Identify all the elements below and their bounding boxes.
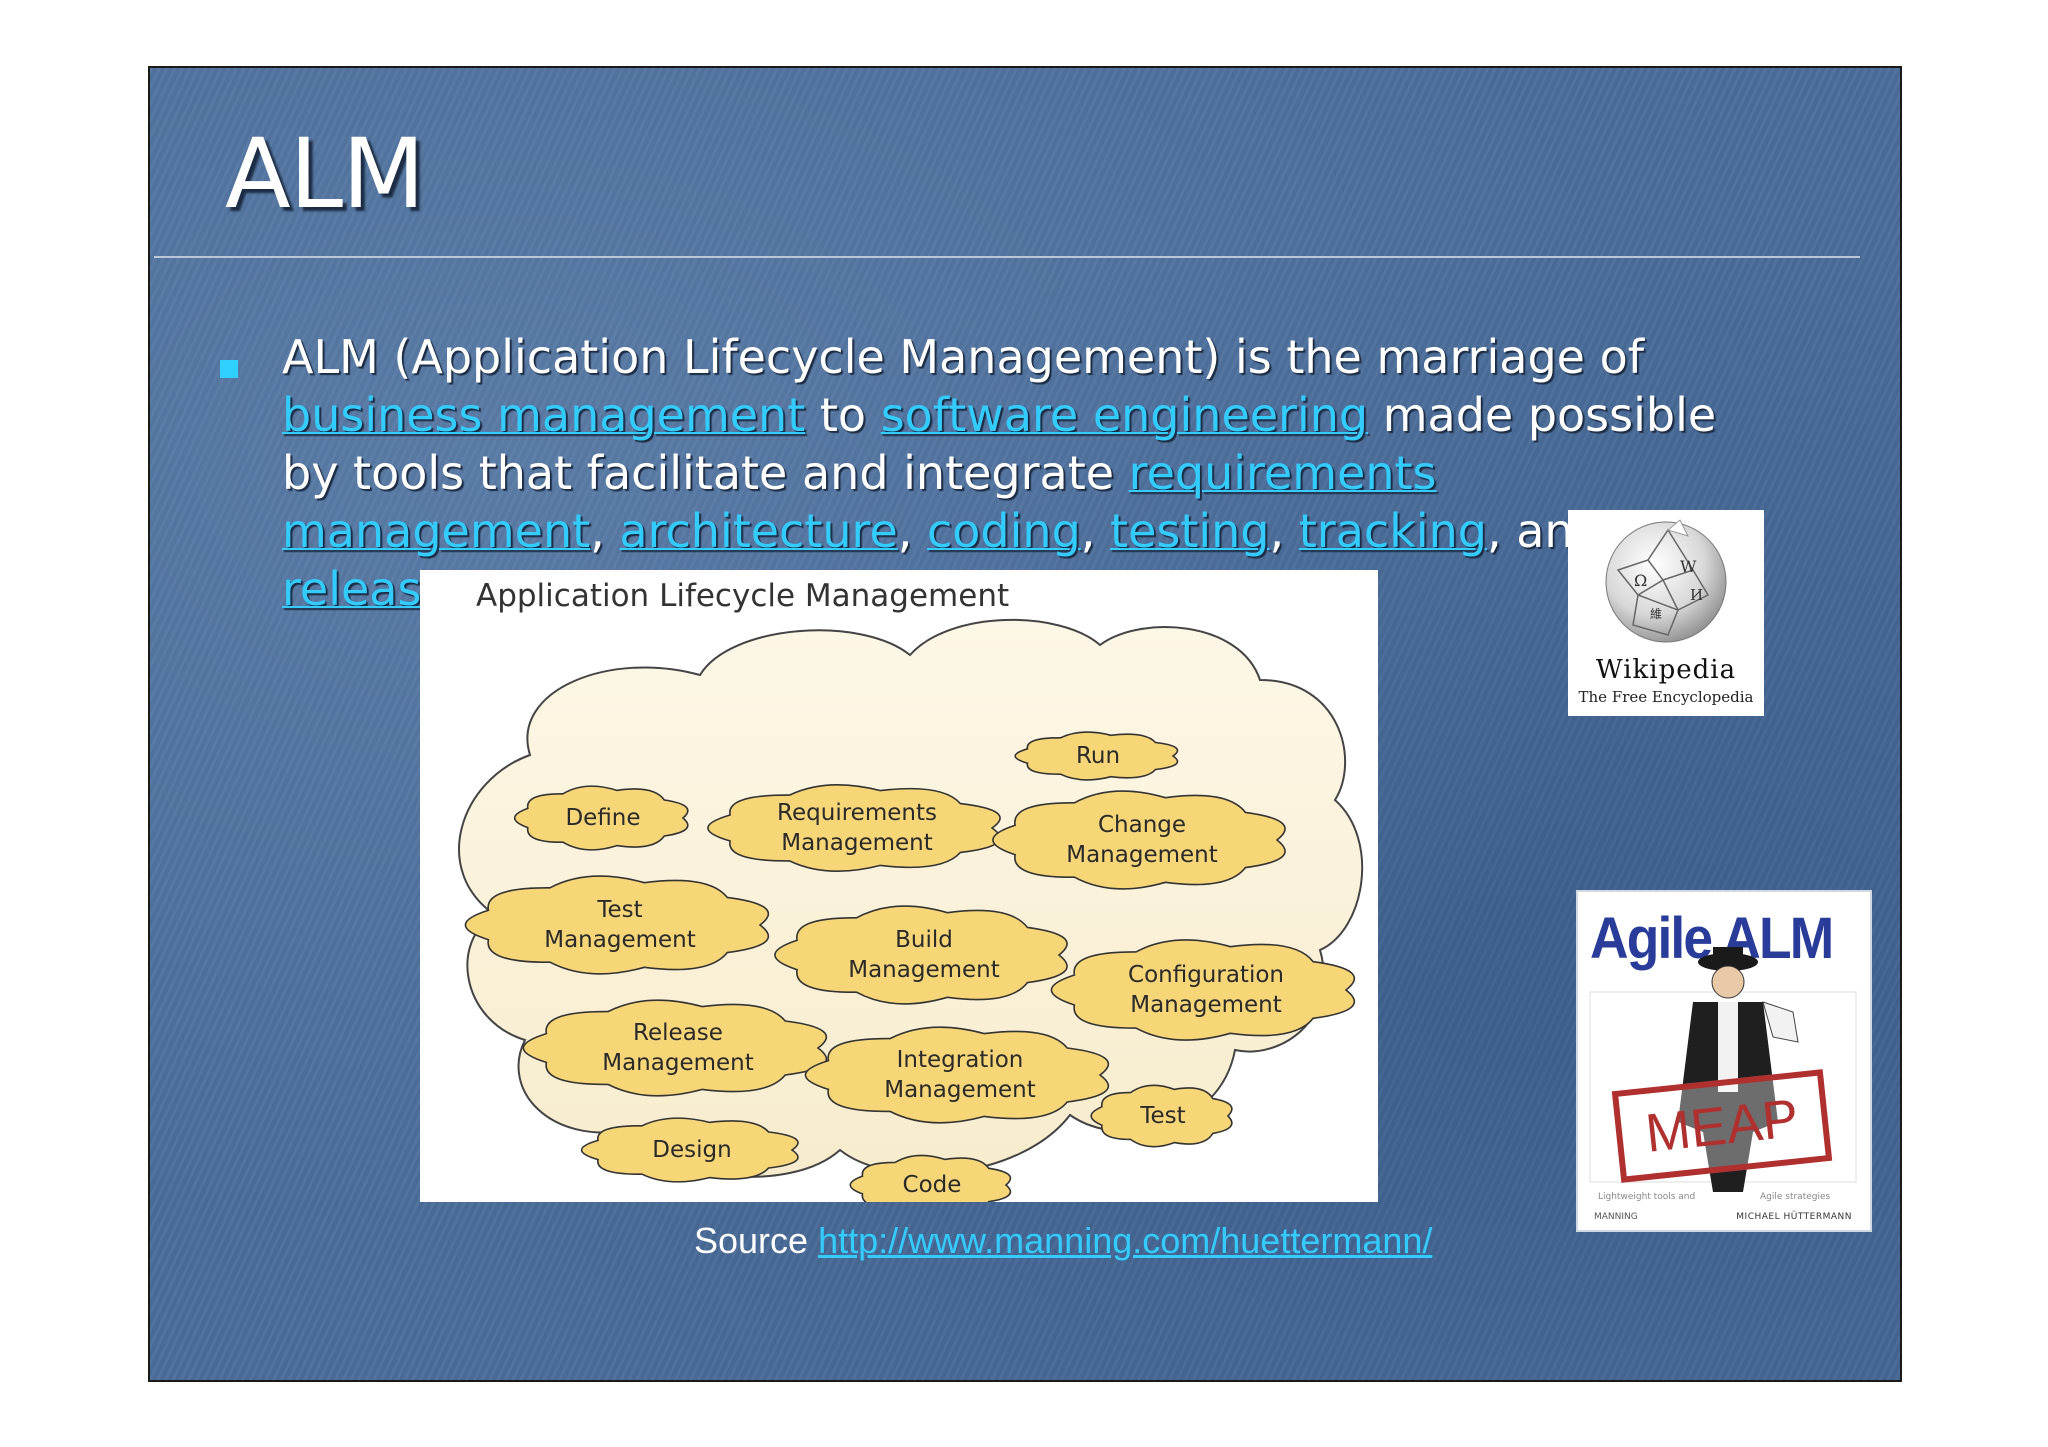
cloud-shape	[464, 875, 770, 975]
cloud-shape	[1050, 939, 1356, 1041]
cloud-shape	[1014, 731, 1179, 781]
wikipedia-logo: Ω W И 維 Wikipedia The Free Encyclopedia	[1568, 510, 1764, 716]
bullet-text-4: ,	[590, 504, 620, 558]
bullet-text-5: ,	[897, 504, 927, 558]
svg-text:維: 維	[1650, 607, 1662, 621]
title-divider	[154, 256, 1860, 258]
cloud-shape	[513, 785, 689, 851]
source-link[interactable]: http://www.manning.com/huettermann/	[818, 1220, 1433, 1261]
bullet-text-6: ,	[1080, 504, 1111, 558]
book-author: MICHAEL HÜTTERMANN	[1736, 1212, 1852, 1222]
slide: ALM ALM (Application Lifecycle Managemen…	[148, 66, 1902, 1382]
cloud-shape	[707, 783, 1001, 873]
cloud-shape	[774, 905, 1068, 1005]
bullet-text-7: ,	[1269, 504, 1299, 558]
link-testing[interactable]: testing	[1110, 504, 1270, 558]
cloud-shape	[992, 790, 1286, 890]
slide-title: ALM	[225, 118, 425, 230]
wikipedia-tagline: The Free Encyclopedia	[1578, 688, 1754, 706]
agile-alm-book-cover: Agile ALM MEAP Lightweight tools and Agi…	[1576, 890, 1872, 1232]
cloud-shape	[849, 1154, 1012, 1202]
source-line: Source http://www.manning.com/huetterman…	[694, 1220, 1432, 1262]
cloud-label: Define	[565, 805, 641, 831]
book-left-note: Lightweight tools and	[1598, 1192, 1696, 1202]
cloud-shape	[804, 1026, 1110, 1124]
cloud-label: Design	[652, 1137, 732, 1163]
cloud-label: Run	[1075, 743, 1121, 769]
svg-text:W: W	[1680, 557, 1697, 576]
cloud-shape	[580, 1117, 799, 1183]
book-publisher: MANNING	[1594, 1212, 1638, 1222]
link-coding[interactable]: coding	[927, 504, 1081, 558]
cloud-label: Test	[1140, 1103, 1186, 1129]
link-tracking[interactable]: tracking	[1298, 504, 1487, 558]
cloud-label: Code	[902, 1172, 962, 1198]
bullet-text-2: to	[805, 388, 881, 442]
svg-text:И: И	[1690, 586, 1703, 604]
book-figure-illustration	[1589, 947, 1857, 1192]
link-software-engineering[interactable]: software engineering	[880, 388, 1369, 442]
bullet-square-icon	[220, 360, 238, 378]
bullet-text-3: made possible by tools that facilitate a…	[282, 388, 1717, 500]
link-requirements-management[interactable]: requirements management	[282, 446, 1437, 558]
bullet-text-1: ALM (Application Lifecycle Management) i…	[282, 330, 1644, 384]
book-right-note: Agile strategies	[1760, 1192, 1831, 1202]
cloud-shape	[1090, 1084, 1233, 1148]
wikipedia-wordmark: Wikipedia	[1595, 655, 1737, 685]
diagram-canvas	[458, 618, 1364, 1202]
diagram-title: Application Lifecycle Management	[476, 578, 1010, 614]
link-architecture[interactable]: architecture	[619, 504, 898, 558]
source-label: Source	[694, 1220, 819, 1261]
wikipedia-globe-icon: Ω W И 維	[1605, 519, 1727, 643]
link-business-management[interactable]: business management	[282, 388, 806, 442]
cloud-shape	[522, 999, 828, 1097]
svg-text:Ω: Ω	[1634, 571, 1647, 590]
